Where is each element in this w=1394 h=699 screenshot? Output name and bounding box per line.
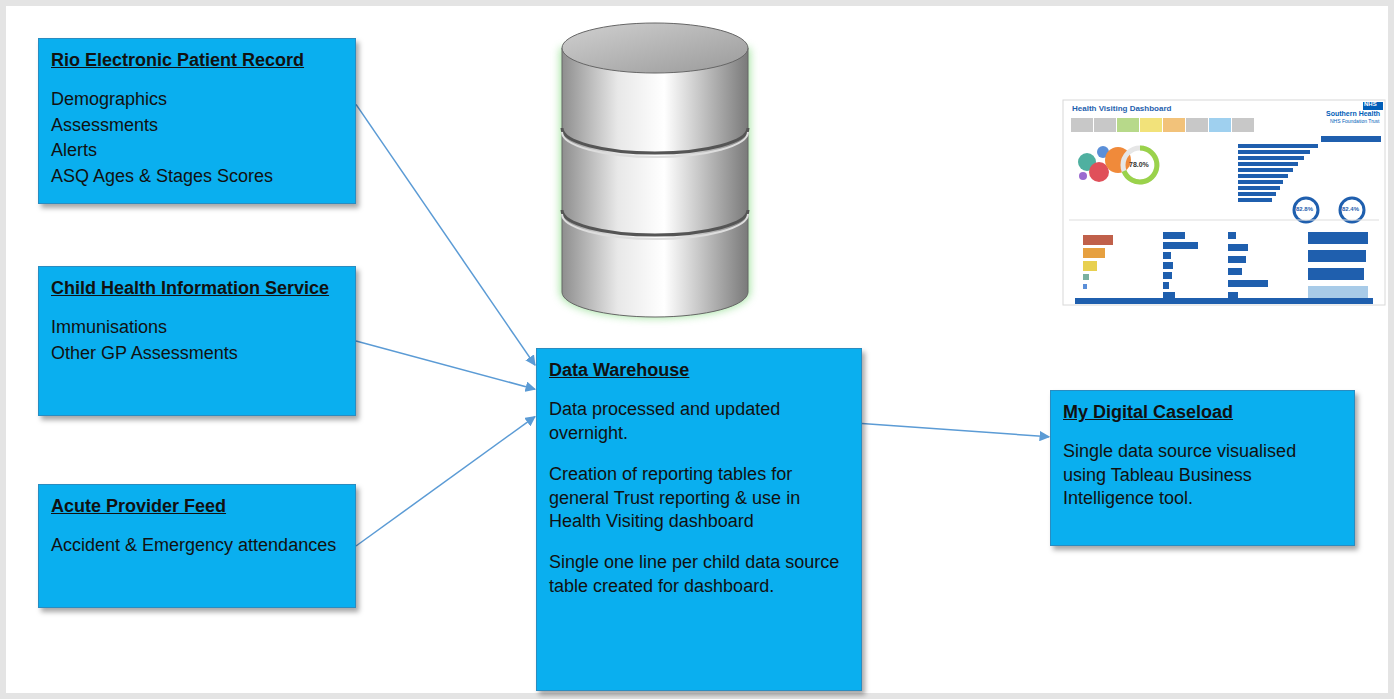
dashboard-text: NHS	[1364, 101, 1377, 107]
box-text: ASQ Ages & Stages Scores	[51, 165, 343, 188]
dashboard-text: Health Visiting Dashboard	[1072, 104, 1171, 113]
box-heading: Data Warehouse	[549, 359, 849, 382]
box-text: Immunisations	[51, 316, 343, 339]
box-text: Other GP Assessments	[51, 342, 343, 365]
source-box: Acute Provider FeedAccident & Emergency …	[38, 484, 356, 608]
box-heading: My Digital Caseload	[1063, 401, 1342, 424]
box-text: Assessments	[51, 114, 343, 137]
dashboard-text: 78.0%	[1129, 161, 1149, 168]
box-text: Single data source visualised using Tabl…	[1063, 440, 1342, 510]
box-text: Creation of reporting tables for general…	[549, 463, 849, 533]
dashboard-text: NHS Foundation Trust	[1330, 118, 1379, 124]
source-box: My Digital CaseloadSingle data source vi…	[1050, 390, 1355, 546]
box-text: Data processed and updated overnight.	[549, 398, 849, 445]
box-text: Demographics	[51, 88, 343, 111]
flow-arrow	[356, 341, 535, 389]
source-box: Rio Electronic Patient RecordDemographic…	[38, 38, 356, 204]
box-heading: Rio Electronic Patient Record	[51, 49, 343, 72]
source-box: Child Health Information ServiceImmunisa…	[38, 266, 356, 416]
dashboard-text: Southern Health	[1326, 110, 1380, 117]
source-box: Data WarehouseData processed and updated…	[536, 348, 862, 691]
box-heading: Child Health Information Service	[51, 277, 343, 300]
dashboard-text: 82.4%	[1342, 206, 1359, 212]
box-text: Alerts	[51, 139, 343, 162]
dashboard-text: 82.8%	[1296, 206, 1313, 212]
box-heading: Acute Provider Feed	[51, 495, 343, 518]
flow-arrow	[356, 417, 535, 546]
box-text: Accident & Emergency attendances	[51, 534, 343, 557]
flow-arrow	[356, 104, 535, 365]
flow-arrow	[862, 423, 1049, 436]
box-text: Single one line per child data source ta…	[549, 551, 849, 598]
